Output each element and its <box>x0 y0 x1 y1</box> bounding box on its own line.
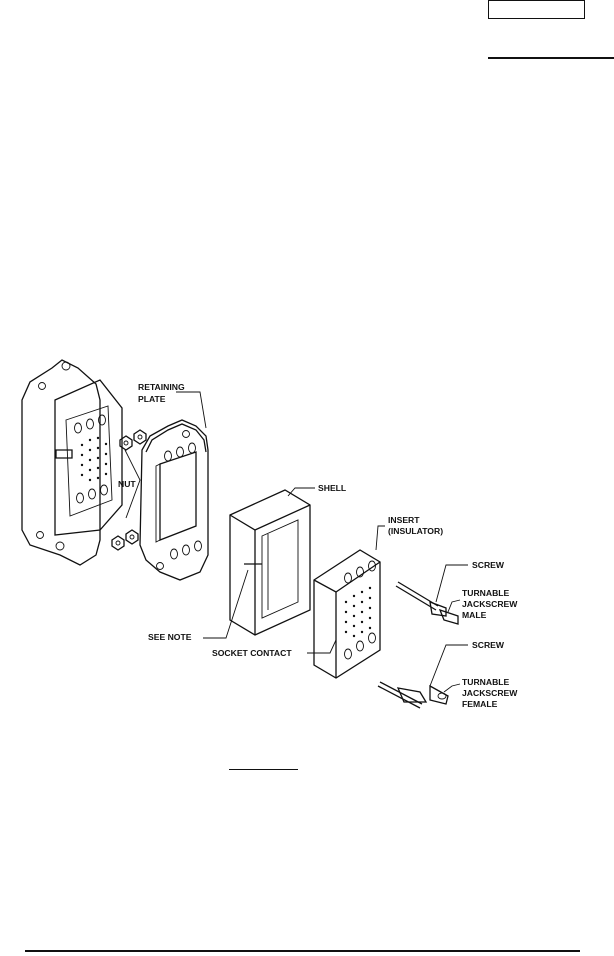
label-retaining-plate-1: RETAINING <box>138 382 185 392</box>
label-screw-male: SCREW <box>472 560 505 570</box>
label-insert-1: INSERT <box>388 515 420 525</box>
label-see-note: SEE NOTE <box>148 632 192 642</box>
label-jackscrew-female-1: TURNABLE <box>462 677 510 687</box>
figure-caption-rule <box>229 769 298 770</box>
label-jackscrew-male-1: TURNABLE <box>462 588 510 598</box>
retaining-plate <box>139 419 209 581</box>
label-jackscrew-female-2: JACKSCREW <box>462 688 518 698</box>
header-box <box>488 0 585 19</box>
shell <box>229 489 311 636</box>
label-jackscrew-male-2: JACKSCREW <box>462 599 518 609</box>
label-retaining-plate-2: PLATE <box>138 394 166 404</box>
label-socket-contact: SOCKET CONTACT <box>212 648 292 658</box>
nuts <box>111 429 147 551</box>
leader-lines <box>124 391 468 693</box>
label-jackscrew-female-3: FEMALE <box>462 699 498 709</box>
label-insert-2: (INSULATOR) <box>388 526 443 536</box>
footer-rule <box>25 950 580 952</box>
receptacle-body <box>21 359 123 566</box>
label-screw-female: SCREW <box>472 640 505 650</box>
insert <box>313 549 381 679</box>
connector-exploded-diagram: RETAINING PLATE NUT SHELL INSERT (INSULA… <box>21 359 518 709</box>
screws <box>377 581 459 709</box>
header-rule <box>488 57 614 59</box>
label-shell: SHELL <box>318 483 346 493</box>
label-nut: NUT <box>118 479 136 489</box>
label-jackscrew-male-3: MALE <box>462 610 487 620</box>
